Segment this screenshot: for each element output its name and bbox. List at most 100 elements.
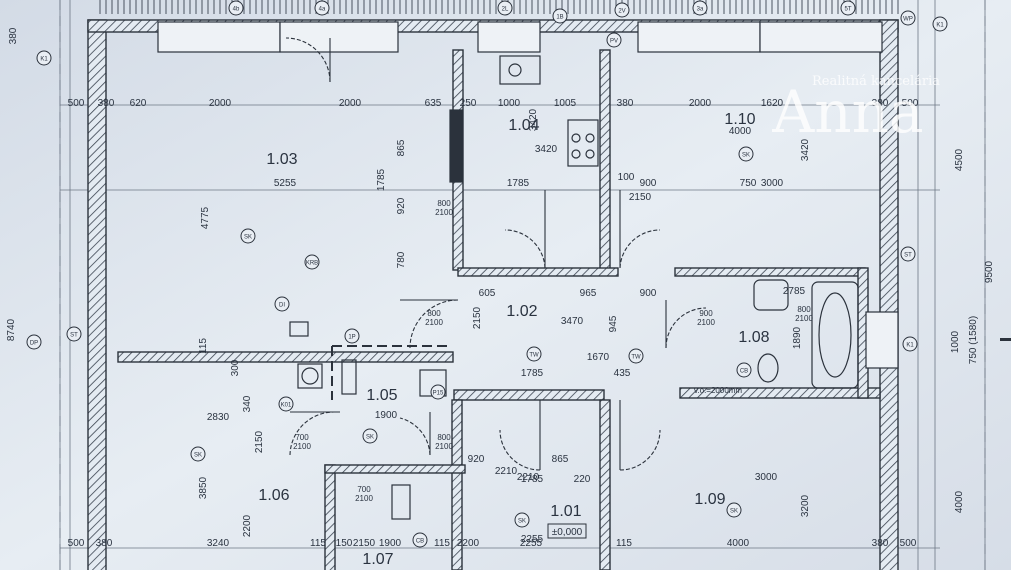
stove-icon [567,119,599,167]
circle-marker [738,146,754,162]
dimension-label: 500 [68,538,85,549]
room-number: 1.01 [550,503,581,520]
dimension-label: 3420 [800,138,811,161]
circle-marker-label: KRB [306,261,318,267]
circle-marker-label: P15 [433,391,444,397]
dimension-label: 3200 [800,494,811,517]
dimension-label: 1890 [792,326,803,349]
boiler-icon [341,359,357,395]
dimension-label: 2210 [495,466,518,477]
circle-marker [36,50,52,66]
dimension-label: 115 [434,538,450,549]
door-swing [399,417,431,456]
window-3 [477,21,541,53]
vo-note: v.o.=2000mm [694,386,742,395]
washer-drum-icon [301,367,319,385]
dimension-label: 115 [310,538,326,549]
circle-marker [66,326,82,342]
dimension-label: 2000 [209,98,232,109]
dimension-label: 150 [336,538,353,549]
window-5 [759,21,883,53]
circle-marker [628,348,644,364]
washer-icon [297,363,323,389]
dimension-label: 340 [242,395,253,412]
circle-marker-label: DP [30,341,38,347]
circle-marker-label: TW [529,353,539,359]
circle-marker-label: SK [730,509,738,515]
dimension-label: 2255 [520,538,543,549]
dimension-label: 620 [130,98,147,109]
dimension-label: 380 [8,27,19,44]
dimension-label: 380 [872,538,889,549]
dimension-label: 1000 [498,98,521,109]
room-number: 1.06 [258,487,289,504]
fixtures [289,55,859,520]
wall-bath-top [674,267,866,277]
column-icon [449,109,463,183]
bathtub-basin-icon [818,292,852,378]
dimension-label: 2000 [339,98,362,109]
dimension-label: 2255 [521,534,544,545]
dimension-label: 900 [640,178,657,189]
door-swing [409,299,459,349]
dimension-label: 2150 [472,306,483,329]
dimension-label: 750 [740,178,757,189]
wall-wc-top [324,464,466,474]
burner-icon [571,149,581,159]
dimension-label: 380 [617,98,634,109]
circle-marker [736,362,752,378]
room-number: 1.05 [366,387,397,404]
door-swing [619,229,661,269]
dimension-label: 4000 [729,126,752,137]
circle-marker [840,0,856,16]
dimension-label: 2150 [254,430,265,453]
burner-icon [571,133,581,143]
dimension-label: 2210 [517,472,540,483]
wall-corridor-top [457,267,619,277]
dimension-label: 945 [608,315,619,332]
circle-marker [190,446,206,462]
windows [157,21,899,369]
dimension-label: 2200 [242,514,253,537]
circle-marker-label: K1 [906,343,914,349]
dimension-label: 2150 [353,538,376,549]
dimension-label: 380 [98,98,115,109]
room-number: 1.04 [508,117,539,134]
dimension-label: 3000 [761,178,784,189]
door-swing [504,229,546,269]
wall-right [879,19,899,570]
sink-icon [499,55,541,85]
dimension-label: 780 [396,251,407,268]
circle-marker [430,384,446,400]
dimension-label: 3850 [198,476,209,499]
wall-bottom-center [451,399,463,570]
circle-marker [344,328,360,344]
dimension-label: 965 [580,288,597,299]
circle-marker [497,0,513,16]
room-number: 1.09 [694,491,725,508]
dimension-label: 250 [460,98,477,109]
burner-icon [585,133,595,143]
wall-mid-left [117,351,454,363]
door-swing [499,429,541,471]
dimension-label: 5255 [274,178,297,189]
dimension-label: 4000 [727,538,750,549]
sink-bowl-icon [508,63,522,77]
dimension-label: 380 [96,538,113,549]
door-swing [665,307,707,349]
circle-marker-label: 3a [697,7,704,13]
dimension-label: 4000 [954,490,965,513]
circle-marker-label: K1 [40,57,48,63]
dimension-label: 1785 [521,368,544,379]
circle-marker [552,8,568,24]
dimension-label: 8740 [6,318,17,341]
circle-marker-label: 4b [233,7,240,13]
room-number: 1.08 [738,329,769,346]
level-label: ±0,000 [552,527,583,538]
door-swing [285,37,331,83]
